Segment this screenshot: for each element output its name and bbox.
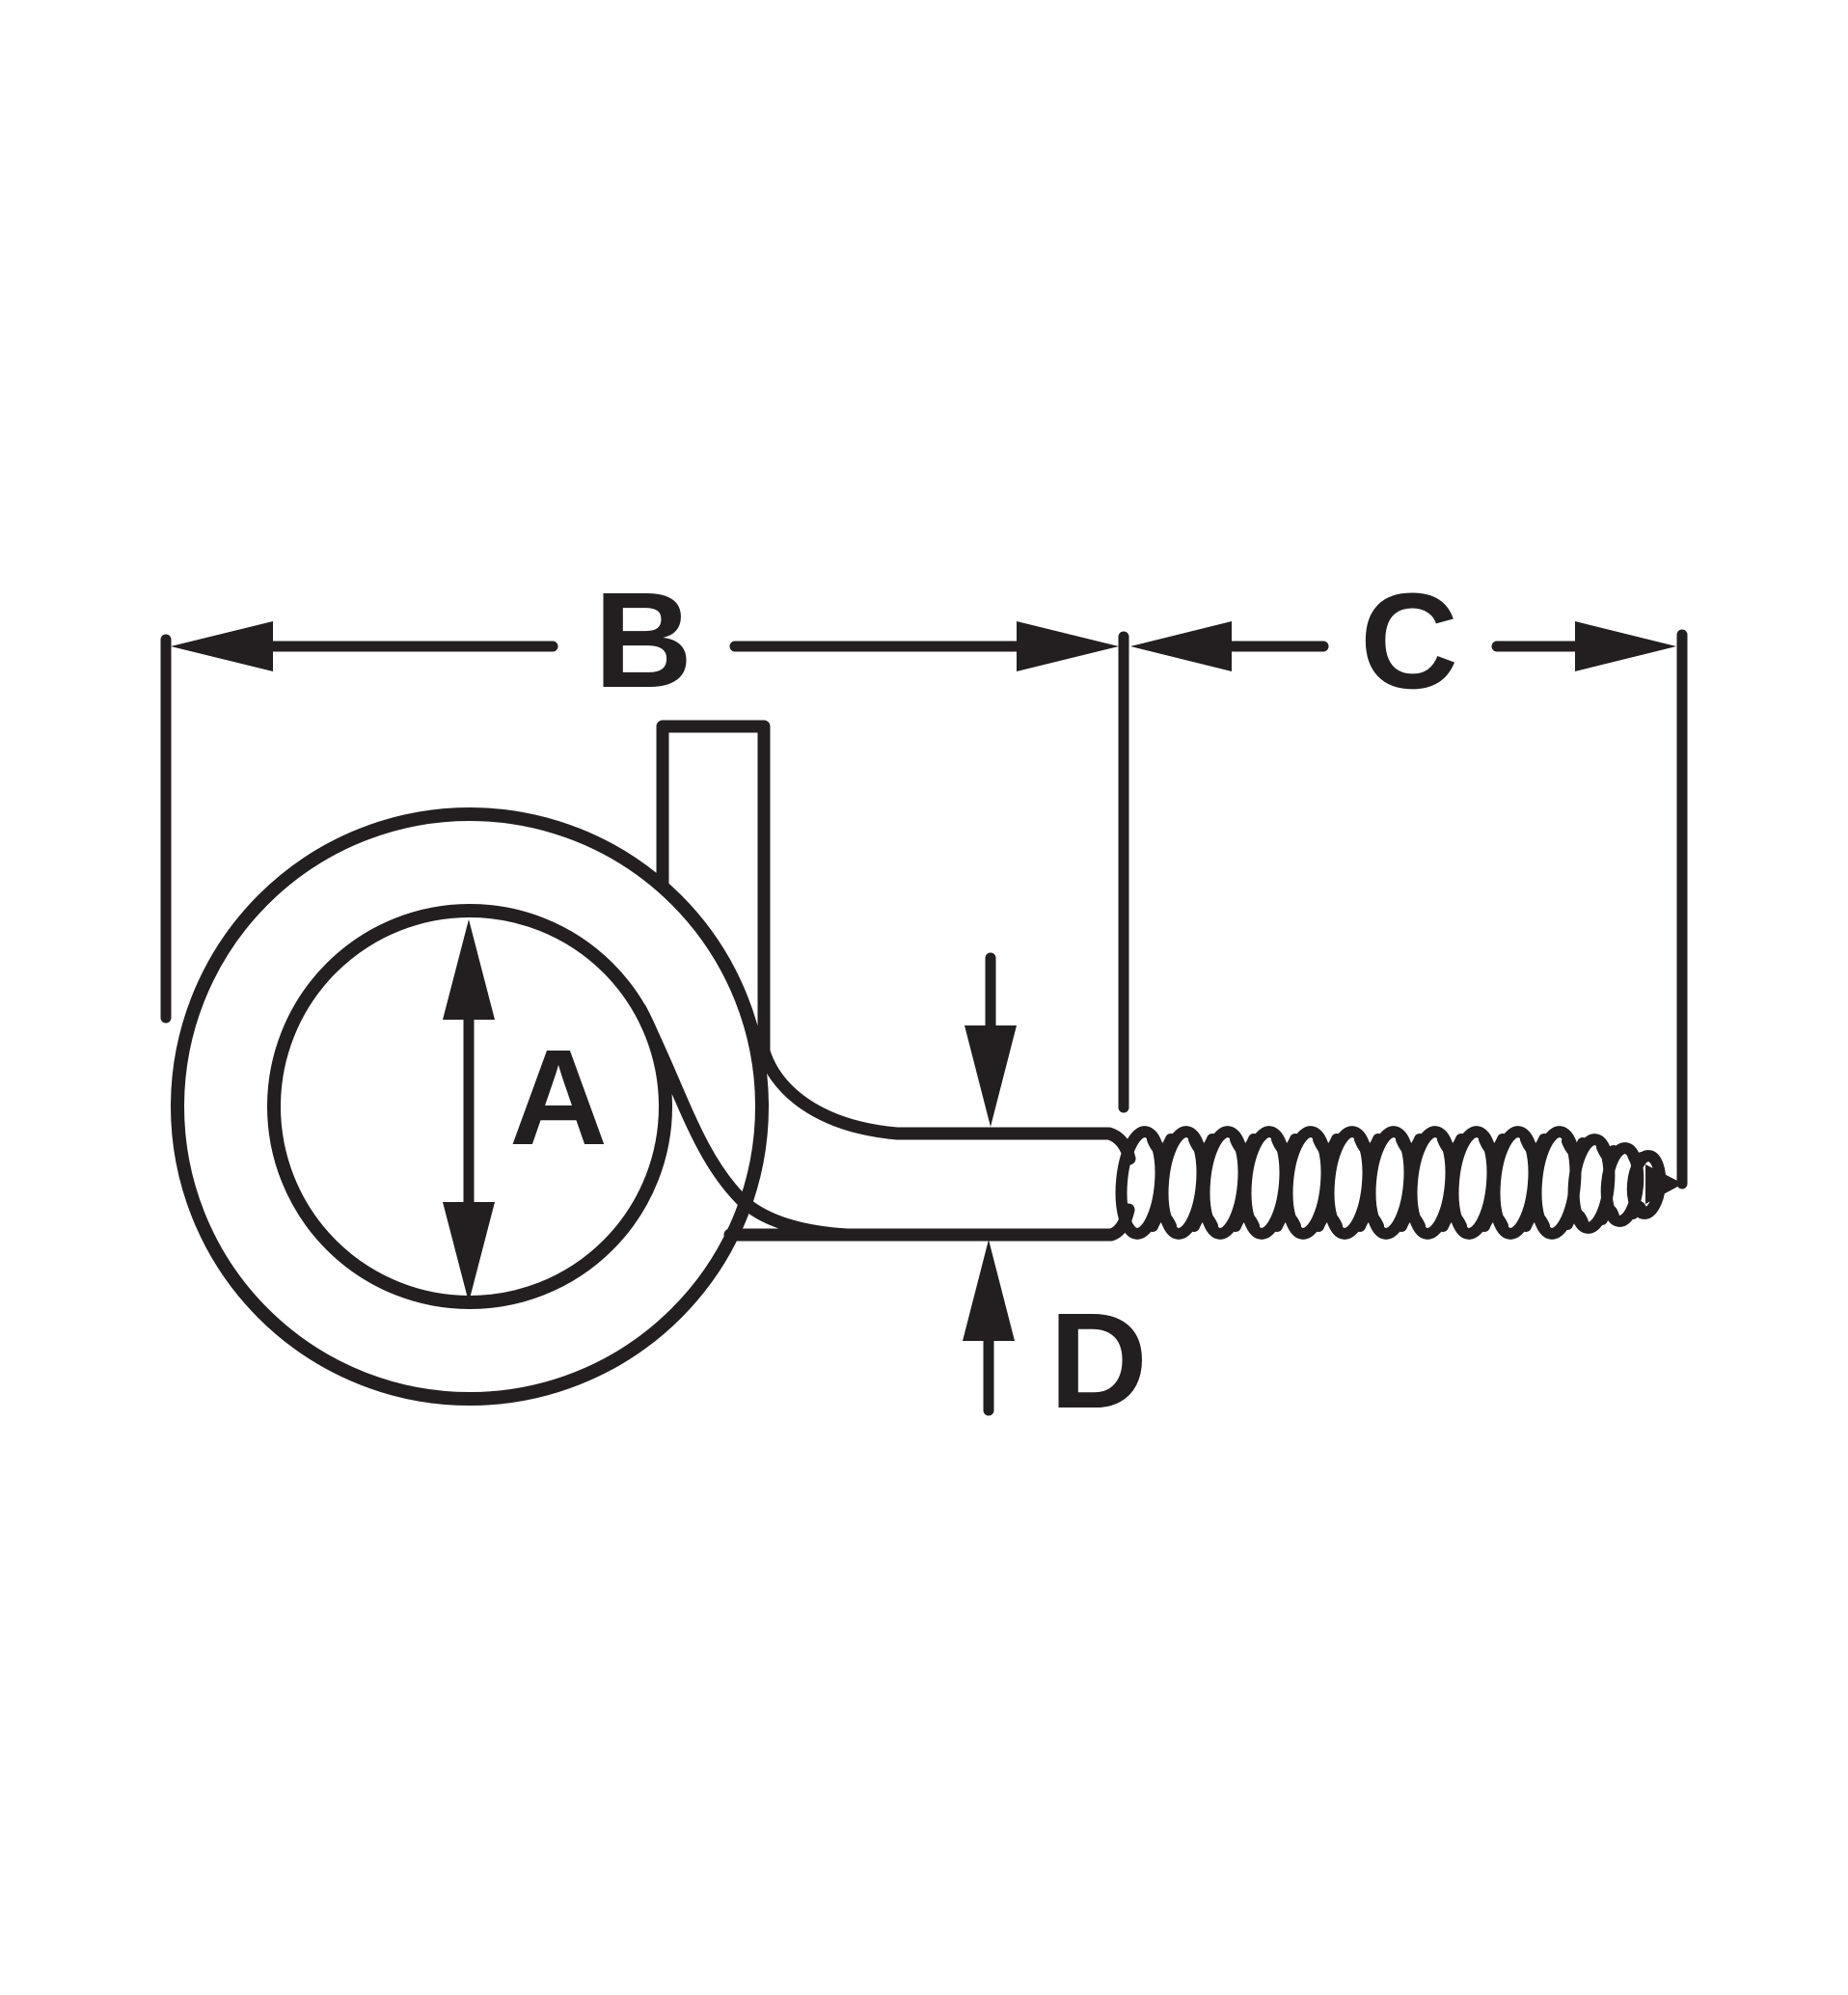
label-a: A xyxy=(509,1021,608,1173)
a-arrowhead-bottom xyxy=(443,1202,495,1302)
eye-inner-circle xyxy=(267,904,672,1309)
c-arrowhead-left xyxy=(1130,621,1232,671)
screw-eye-part xyxy=(171,720,1683,1406)
shank-top-edge xyxy=(755,1037,1136,1165)
d-arrowhead-top xyxy=(965,1025,1017,1127)
eye-outer-circle xyxy=(171,807,769,1406)
wire-inner-blend xyxy=(634,1002,854,1242)
screw-threads xyxy=(1115,1126,1667,1240)
dimension-a xyxy=(443,919,495,1302)
dimension-d xyxy=(963,952,1017,1416)
label-c: C xyxy=(1360,564,1458,717)
c-arrowhead-right xyxy=(1575,621,1676,671)
screw-tip xyxy=(1645,1164,1683,1204)
wire-end-stub xyxy=(656,720,771,1056)
dimension-b xyxy=(160,621,1119,1024)
b-arrowhead-left xyxy=(171,621,273,671)
label-b: B xyxy=(594,563,693,716)
b-arrowhead-right xyxy=(1017,621,1119,671)
label-d: D xyxy=(1049,1284,1148,1436)
a-arrowhead-top xyxy=(443,919,495,1020)
dimension-c xyxy=(1130,621,1688,1189)
d-arrowhead-bottom xyxy=(963,1240,1015,1341)
